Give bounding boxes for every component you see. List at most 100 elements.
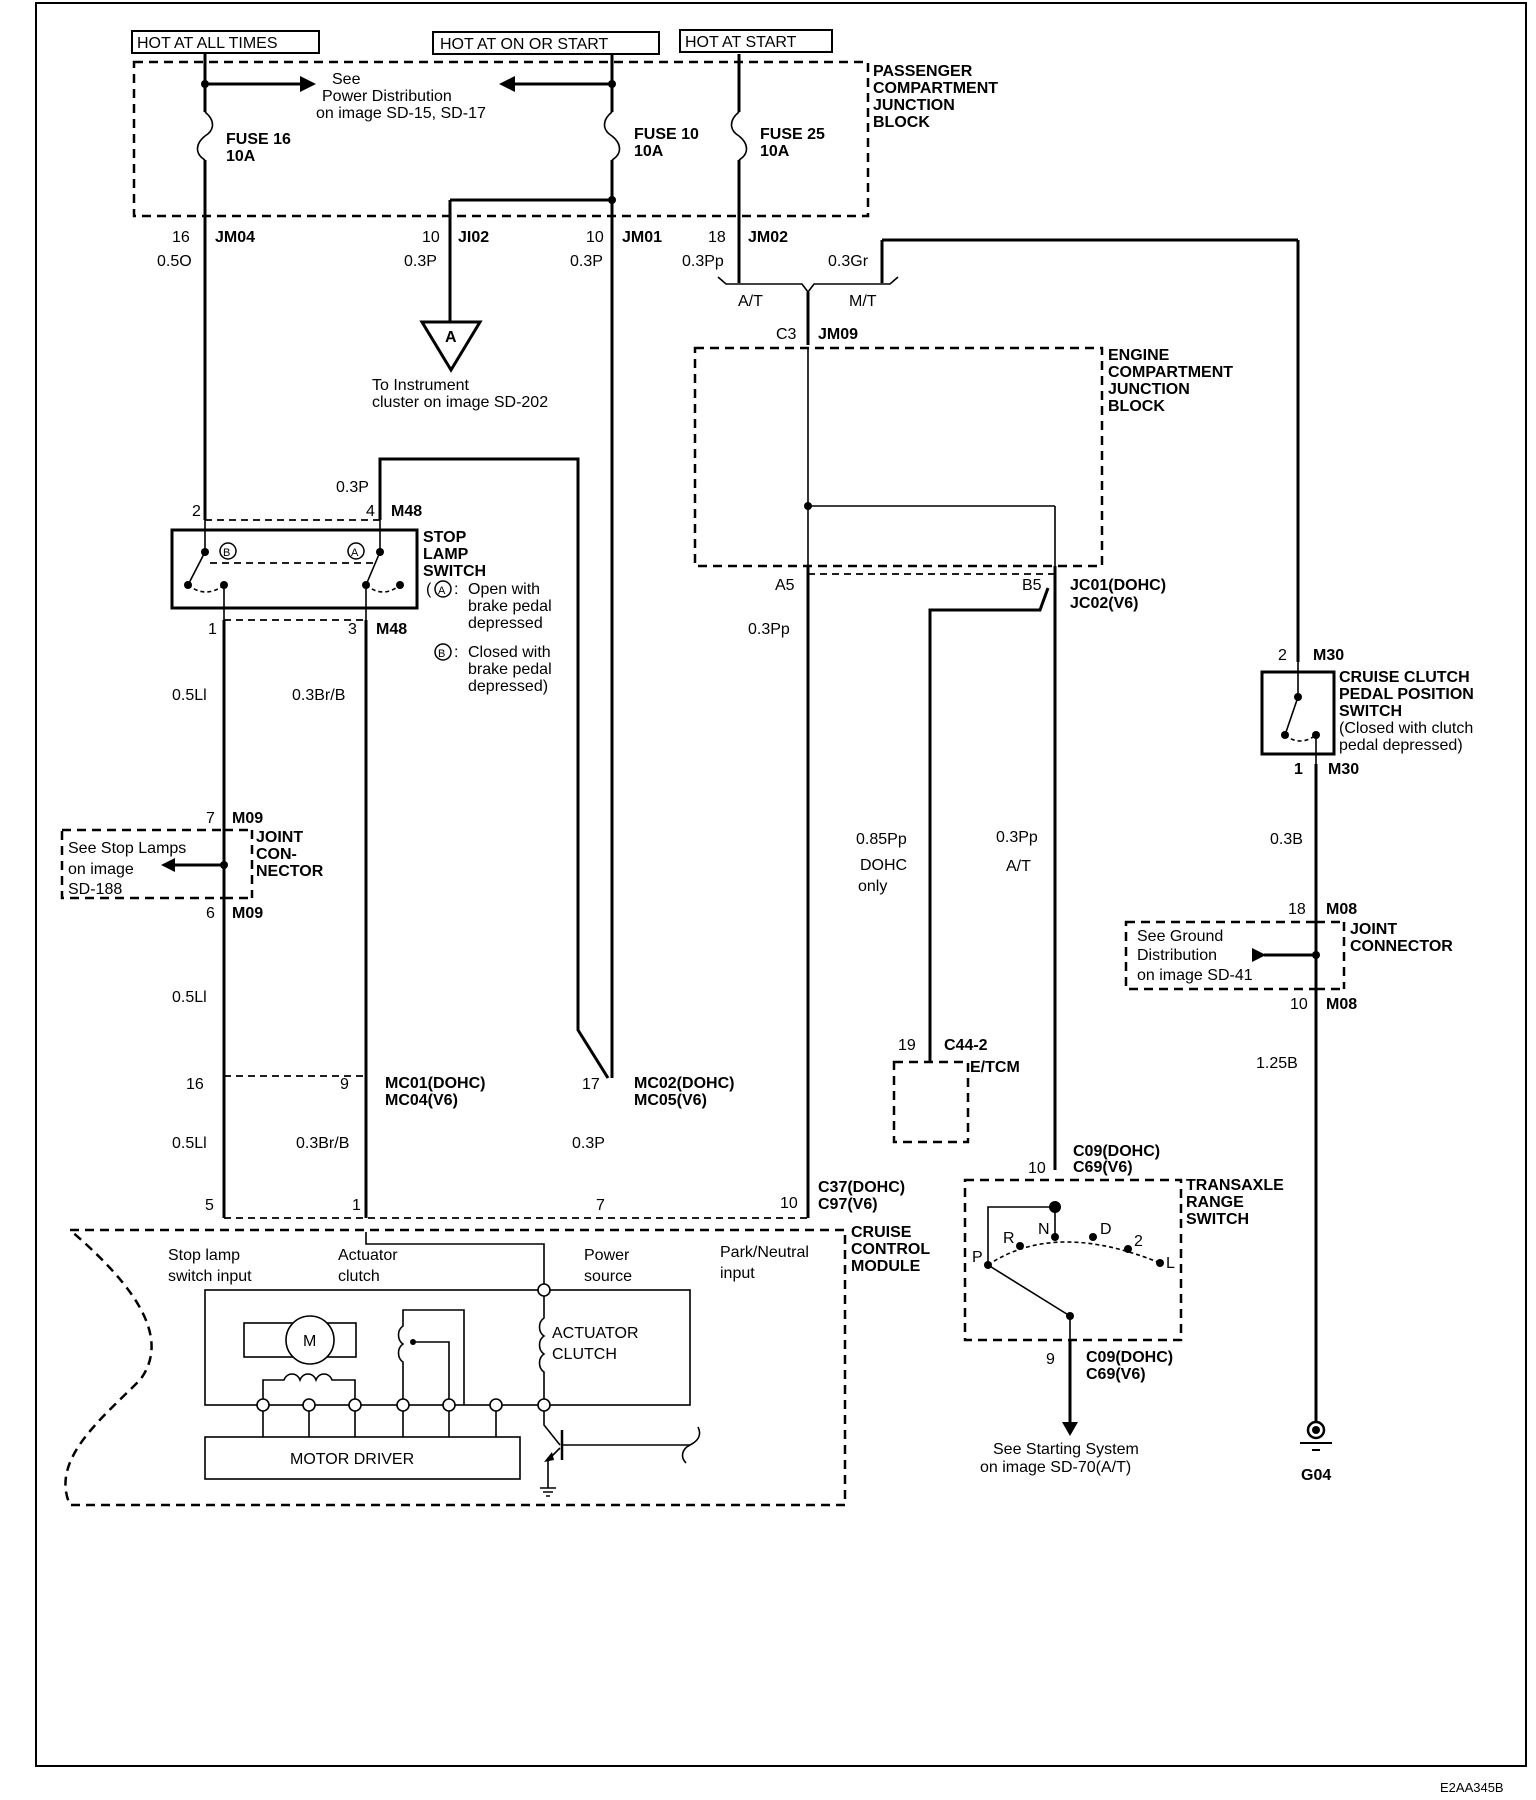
svg-text:See: See: [332, 71, 361, 88]
svg-text:7: 7: [596, 1197, 605, 1214]
svg-text:9: 9: [1046, 1351, 1055, 1368]
svg-text:JM09: JM09: [818, 326, 858, 343]
svg-text:PEDAL POSITION: PEDAL POSITION: [1339, 686, 1474, 703]
svg-text:MC05(V6): MC05(V6): [634, 1092, 707, 1109]
fuse-16-label: FUSE 16: [226, 131, 291, 148]
power-label-hot-start: HOT AT START: [679, 29, 833, 53]
svg-text:10: 10: [1290, 996, 1308, 1013]
wire-0-3brb-upper: 0.3Br/B: [292, 687, 345, 704]
svg-text:source: source: [584, 1268, 632, 1285]
connector-jm01: 10 JM01 0.3P: [570, 229, 662, 270]
wire-0-3gr: 0.3Gr: [828, 253, 869, 270]
wire-0-3brb-lower: 0.3Br/B: [296, 1135, 349, 1152]
instrument-cluster-reference: A To Instrument cluster on image SD-202: [372, 320, 548, 411]
svg-text:CONNECTOR: CONNECTOR: [1350, 938, 1453, 955]
svg-text:B: B: [438, 648, 445, 660]
svg-text:Stop lamp: Stop lamp: [168, 1247, 240, 1264]
svg-text:10: 10: [1028, 1160, 1046, 1177]
svg-text:4: 4: [366, 503, 375, 520]
svg-text:MC01(DOHC): MC01(DOHC): [385, 1075, 485, 1092]
svg-text:C09(DOHC): C09(DOHC): [1073, 1143, 1160, 1160]
svg-text:C69(V6): C69(V6): [1073, 1159, 1133, 1176]
svg-text:cluster on image SD-202: cluster on image SD-202: [372, 394, 548, 411]
svg-text:10A: 10A: [760, 143, 790, 160]
svg-text:18: 18: [1288, 901, 1306, 918]
svg-text::: :: [454, 644, 458, 661]
fuse-25-label: FUSE 25: [760, 126, 825, 143]
motor-driver-label: MOTOR DRIVER: [290, 1451, 414, 1468]
svg-text:CLUTCH: CLUTCH: [552, 1346, 617, 1363]
svg-text:STOP: STOP: [423, 529, 467, 546]
wire-0-3p-m48: 0.3P: [336, 479, 369, 496]
svg-text:G04: G04: [1301, 1467, 1331, 1484]
svg-text:E/TCM: E/TCM: [970, 1059, 1020, 1076]
svg-text:R: R: [1003, 1230, 1015, 1247]
svg-text:C97(V6): C97(V6): [818, 1196, 878, 1213]
engine-junction-block: ENGINE COMPARTMENT JUNCTION BLOCK C3 JM0…: [693, 326, 1233, 638]
svg-text:brake pedal: brake pedal: [468, 661, 552, 678]
svg-text:A: A: [351, 547, 359, 559]
svg-text:1: 1: [1294, 761, 1303, 778]
svg-text:17: 17: [582, 1076, 600, 1093]
svg-text:C09(DOHC): C09(DOHC): [1086, 1349, 1173, 1366]
svg-text:BLOCK: BLOCK: [1108, 398, 1165, 415]
svg-text:9: 9: [340, 1076, 349, 1093]
svg-text:2: 2: [1278, 647, 1287, 664]
svg-text:10: 10: [780, 1195, 798, 1212]
wire-0-5ll-lower: 0.5Ll: [172, 1135, 207, 1152]
svg-text:depressed: depressed: [468, 615, 543, 632]
svg-text:M/T: M/T: [849, 293, 877, 310]
svg-text:Closed with: Closed with: [468, 644, 551, 661]
svg-text:See Stop Lamps: See Stop Lamps: [68, 840, 186, 857]
svg-text:MODULE: MODULE: [851, 1258, 921, 1275]
svg-text:MC02(DOHC): MC02(DOHC): [634, 1075, 734, 1092]
svg-text:Park/Neutral: Park/Neutral: [720, 1244, 809, 1261]
svg-text:1: 1: [208, 621, 217, 638]
svg-text:Power Distribution: Power Distribution: [322, 88, 452, 105]
svg-text:CON-: CON-: [256, 846, 297, 863]
svg-text:19: 19: [898, 1037, 916, 1054]
wire-0-5ll-mid: 0.5Ll: [172, 989, 207, 1006]
svg-text:Distribution: Distribution: [1137, 947, 1217, 964]
svg-text:10: 10: [422, 229, 440, 246]
svg-text:JUNCTION: JUNCTION: [1108, 381, 1190, 398]
svg-text:(: (: [426, 581, 432, 598]
svg-text:C37(DOHC): C37(DOHC): [818, 1179, 905, 1196]
svg-text:ENGINE: ENGINE: [1108, 347, 1170, 364]
figure-code: E2AA345B: [1440, 1780, 1504, 1795]
svg-text:Open with: Open with: [468, 581, 540, 598]
at-note: A/T: [1006, 858, 1031, 875]
svg-text:0.3Pp: 0.3Pp: [748, 621, 790, 638]
svg-text:JM04: JM04: [215, 229, 255, 246]
svg-text:0.3Pp: 0.3Pp: [682, 253, 724, 270]
fuse-10-label: FUSE 10: [634, 126, 699, 143]
svg-text:RANGE: RANGE: [1186, 1194, 1244, 1211]
svg-text:CRUISE CLUTCH: CRUISE CLUTCH: [1339, 669, 1470, 686]
svg-text:M30: M30: [1328, 761, 1359, 778]
svg-text:MC04(V6): MC04(V6): [385, 1092, 458, 1109]
svg-text:16: 16: [186, 1076, 204, 1093]
cruise-clutch-pedal-switch: 2 M30 CRUISE CLUTCH PEDAL POSITION SWITC…: [1260, 647, 1474, 848]
svg-text:BLOCK: BLOCK: [873, 114, 930, 131]
svg-text:COMPARTMENT: COMPARTMENT: [873, 80, 998, 97]
power-label-hot-all-times: HOT AT ALL TIMES: [131, 30, 320, 54]
svg-text:A/T: A/T: [738, 293, 763, 310]
svg-text:N: N: [1038, 1221, 1050, 1238]
svg-text:D: D: [1100, 1221, 1112, 1238]
svg-text:A5: A5: [775, 577, 795, 594]
svg-text:JOINT: JOINT: [256, 829, 303, 846]
joint-connector-m08: 18 M08 See Ground Distribution on image …: [1124, 901, 1453, 1072]
wire-0-3pp-at: 0.3Pp: [996, 829, 1038, 846]
ground-g04: G04: [1300, 1420, 1332, 1484]
svg-text:To Instrument: To Instrument: [372, 377, 469, 394]
svg-text:10A: 10A: [634, 143, 664, 160]
svg-text:0.5O: 0.5O: [157, 253, 192, 270]
power-label-hot-on-start: HOT AT ON OR START: [432, 31, 660, 55]
svg-text:5: 5: [205, 1197, 214, 1214]
svg-text:L: L: [1166, 1255, 1175, 1272]
svg-text:B5: B5: [1022, 577, 1042, 594]
svg-text:0.3B: 0.3B: [1270, 831, 1303, 848]
connector-jm02: 18 JM02 0.3Pp: [682, 229, 788, 270]
svg-text:ACTUATOR: ACTUATOR: [552, 1325, 639, 1342]
svg-text:0.85Pp: 0.85Pp: [856, 831, 907, 848]
